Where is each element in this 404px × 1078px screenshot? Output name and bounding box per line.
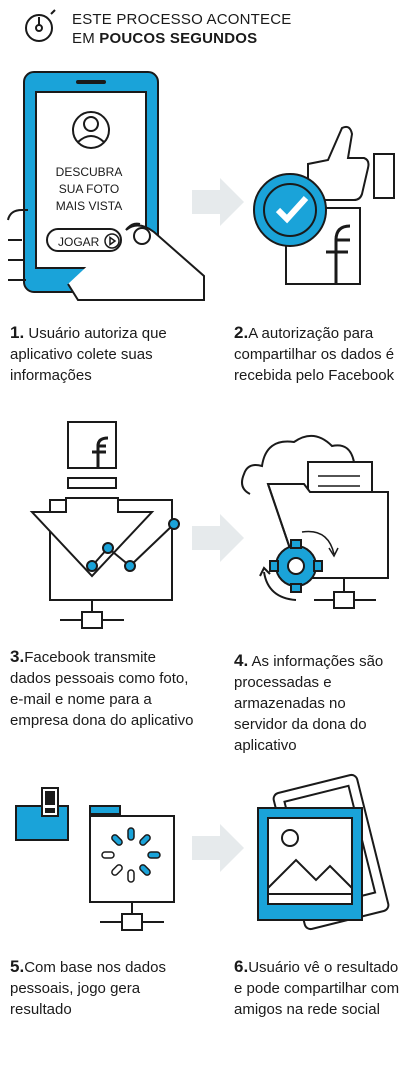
avatar-icon xyxy=(72,111,110,149)
header-line-2-prefix: EM xyxy=(72,30,100,47)
header-line-2-bold: POUCOS SEGUNDOS xyxy=(99,30,258,47)
phone-text: DESCUBRA SUA FOTO MAIS VISTA xyxy=(50,164,128,215)
facebook-icon xyxy=(67,421,117,469)
gear-icon xyxy=(269,539,323,593)
step-3-text: Facebook transmite dados pessoais como f… xyxy=(10,649,194,729)
flow-arrow-3 xyxy=(192,824,244,872)
step-3-number: 3. xyxy=(10,647,25,666)
step-4-number: 4. xyxy=(234,651,249,670)
step-1-text: Usuário autoriza que aplicativo colete s… xyxy=(10,325,167,384)
processing-illustration xyxy=(15,787,175,931)
phone-line-2: SUA FOTO xyxy=(58,182,120,196)
server-icon xyxy=(333,591,355,609)
stopwatch-icon xyxy=(25,9,56,42)
step-1-number: 1. xyxy=(10,323,25,342)
play-button-label: JOGAR xyxy=(58,235,100,249)
play-icon xyxy=(104,233,120,249)
step-4-text: As informações são processadas e armazen… xyxy=(234,653,384,754)
play-button[interactable]: JOGAR xyxy=(46,228,122,252)
phone-line-1: DESCUBRA xyxy=(55,165,123,179)
authorization-illustration xyxy=(253,125,395,285)
phone-line-3: MAIS VISTA xyxy=(55,199,123,213)
step-2-text: A autorização para compartilhar os dados… xyxy=(234,325,395,384)
header-line-1: ESTE PROCESSO ACONTECE xyxy=(72,11,292,28)
step-6-text: Usuário vê o resultado e pode compartilh… xyxy=(234,959,400,1018)
step-2-number: 2. xyxy=(234,323,249,342)
step-5-caption: 5.Com base nos dados pessoais, jogo gera… xyxy=(10,956,200,1020)
step-5-text: Com base nos dados pessoais, jogo gera r… xyxy=(10,959,166,1018)
thumbs-up-icon xyxy=(307,125,370,201)
step-5-number: 5. xyxy=(10,957,25,976)
step-3-caption: 3.Facebook transmite dados pessoais como… xyxy=(10,646,200,731)
transmit-illustration xyxy=(29,421,180,629)
step-1-caption: 1. Usuário autoriza que aplicativo colet… xyxy=(10,322,200,386)
server-illustration xyxy=(241,435,389,609)
step-6-caption: 6.Usuário vê o resultado e pode comparti… xyxy=(234,956,400,1020)
header-line-2: EM POUCOS SEGUNDOS xyxy=(72,29,291,48)
step-2-caption: 2.A autorização para compartilhar os dad… xyxy=(234,322,400,386)
result-photos-illustration xyxy=(257,773,390,931)
flow-arrow-2 xyxy=(192,514,244,562)
step-4-caption: 4. As informações são processadas e arma… xyxy=(234,650,400,756)
flow-arrow-1 xyxy=(192,178,244,226)
step-6-number: 6. xyxy=(234,957,249,976)
loading-spinner-icon xyxy=(101,827,161,883)
header-title: ESTE PROCESSO ACONTECE EM POUCOS SEGUNDO… xyxy=(72,10,291,48)
cloud-icon xyxy=(241,435,355,495)
